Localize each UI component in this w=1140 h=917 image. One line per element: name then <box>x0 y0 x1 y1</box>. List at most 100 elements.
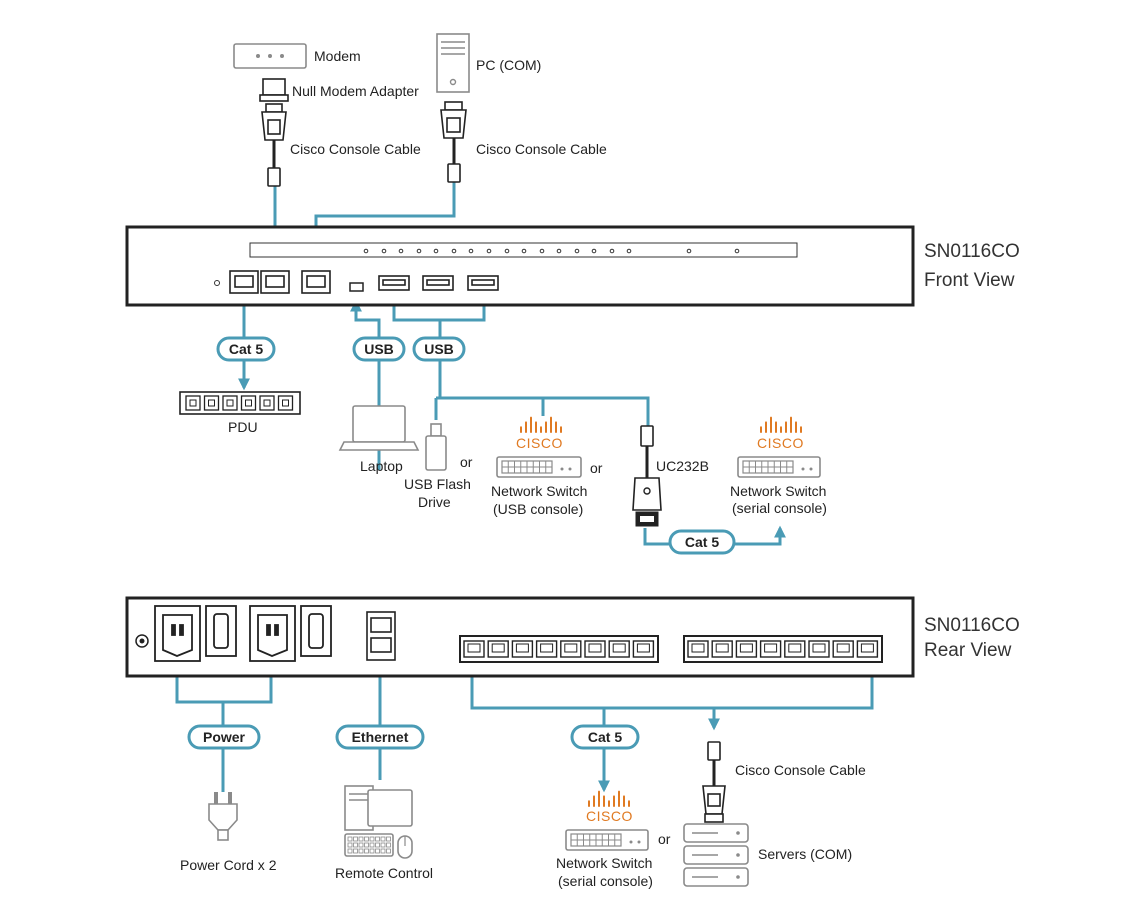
cisco-logo-icon <box>760 416 802 433</box>
remote-control-label: Remote Control <box>335 865 433 881</box>
switch-led <box>629 840 633 844</box>
keyboard-key <box>369 842 375 848</box>
servers-icon <box>683 823 749 887</box>
cable-pill: Ethernet <box>335 724 425 750</box>
network-switch-serial-label-line1: Network Switch <box>730 483 826 499</box>
keyboard-key <box>369 836 375 842</box>
keyboard-key <box>386 842 391 848</box>
rear-title-line1: SN0116CO <box>924 615 1020 636</box>
front-title-line1: SN0116CO <box>924 241 1020 262</box>
network-switch-icon <box>496 456 582 478</box>
serial-port-jack <box>764 643 778 653</box>
keyboard-key <box>375 842 380 848</box>
cisco-console-cable-label-1: Cisco Console Cable <box>290 141 421 157</box>
switch-led <box>637 840 641 844</box>
cisco-logo-icon <box>588 790 630 807</box>
cisco-logo-text-3: CISCO <box>586 808 633 824</box>
power-cord-label: Power Cord x 2 <box>180 857 277 873</box>
console-cable-icon <box>440 101 467 183</box>
front-title-line2: Front View <box>924 270 1015 291</box>
power-inlets <box>154 605 296 662</box>
console-cable-icon <box>702 741 726 823</box>
keyboard-icon <box>347 836 391 854</box>
front-rj45-ports <box>229 270 331 294</box>
keyboard-key <box>364 848 369 854</box>
or-label-2: or <box>590 460 603 476</box>
cable-pill-label: Cat 5 <box>588 729 622 745</box>
pdu-outlet-socket <box>282 399 289 407</box>
cable-pill: USB <box>412 336 466 362</box>
serial-port-jack <box>540 643 554 653</box>
front-chassis <box>125 225 915 307</box>
modem-label: Modem <box>314 48 361 64</box>
keyboard-key <box>380 836 386 842</box>
laptop-icon <box>338 405 420 451</box>
switch-led <box>560 467 564 471</box>
cable-pill: Power <box>187 724 261 750</box>
cisco-console-cable-label-2: Cisco Console Cable <box>476 141 607 157</box>
null-modem-adapter-label: Null Modem Adapter <box>292 83 419 99</box>
pdu-label: PDU <box>228 419 258 435</box>
keyboard-key <box>364 842 369 848</box>
laptop-cable <box>350 299 381 470</box>
serial-port-jack <box>636 643 650 653</box>
keyboard-key <box>358 842 364 848</box>
serial-port-jack <box>515 643 529 653</box>
cable-pill-label: Cat 5 <box>229 341 263 357</box>
keyboard-key <box>353 836 358 842</box>
or-label-1: or <box>460 454 473 470</box>
switch-led <box>809 467 813 471</box>
keyboard-key <box>369 848 375 854</box>
keyboard-key <box>375 836 380 842</box>
cable-pill: Cat 5 <box>668 529 736 555</box>
usb-flash-drive-label-line2: Drive <box>418 494 451 510</box>
cable-pill: USB <box>352 336 406 362</box>
pdu-outlet-socket <box>208 399 215 407</box>
cisco-logo-text-1: CISCO <box>516 435 563 451</box>
network-switch-usb-label-line1: Network Switch <box>491 483 587 499</box>
serial-port-banks <box>459 635 883 663</box>
serial-port-jack <box>491 643 505 653</box>
cisco-console-cable-label-3: Cisco Console Cable <box>735 762 866 778</box>
serial-port-jack <box>739 643 753 653</box>
console-cable-icon <box>261 103 287 187</box>
keyboard-key <box>380 842 386 848</box>
usb-flash-drive-icon <box>425 423 447 471</box>
led-indicators <box>363 248 740 254</box>
network-switch-icon <box>737 456 821 478</box>
uc232b-label: UC232B <box>656 458 709 474</box>
serial-port-jack <box>564 643 578 653</box>
serial-port-jack <box>691 643 705 653</box>
rear-title-line2: Rear View <box>924 640 1012 661</box>
front-usb-ports <box>378 275 499 291</box>
network-switch-serial-label-line2: (serial console) <box>732 500 827 516</box>
switch-led <box>801 467 805 471</box>
serial-port-jack <box>588 643 602 653</box>
serial-port-jack <box>467 643 481 653</box>
pc-com-label: PC (COM) <box>476 57 541 73</box>
serial-port-jack <box>860 643 874 653</box>
keyboard-key <box>364 836 369 842</box>
keyboard-key <box>386 836 391 842</box>
serial-port-jack <box>836 643 850 653</box>
cable-pill-label: Ethernet <box>352 729 409 745</box>
serial-port-jack <box>812 643 826 653</box>
serial-port-jack <box>788 643 802 653</box>
ethernet-port <box>366 611 396 661</box>
keyboard-key <box>347 836 353 842</box>
usb-flash-drive-label-line1: USB Flash <box>404 476 471 492</box>
network-switch-icon <box>565 829 649 851</box>
keyboard-key <box>353 848 358 854</box>
pc-tower-icon <box>436 33 470 93</box>
mini-usb-port <box>349 282 364 292</box>
cisco-logo-text-2: CISCO <box>757 435 804 451</box>
pdu-icon <box>179 391 301 415</box>
keyboard-key <box>380 848 386 854</box>
cisco-logo-icon <box>520 416 562 433</box>
modem-icon <box>233 43 307 69</box>
keyboard-key <box>347 848 353 854</box>
led-strip <box>249 242 798 258</box>
reset-hole <box>214 280 220 286</box>
pdu-outlet-socket <box>263 399 271 407</box>
